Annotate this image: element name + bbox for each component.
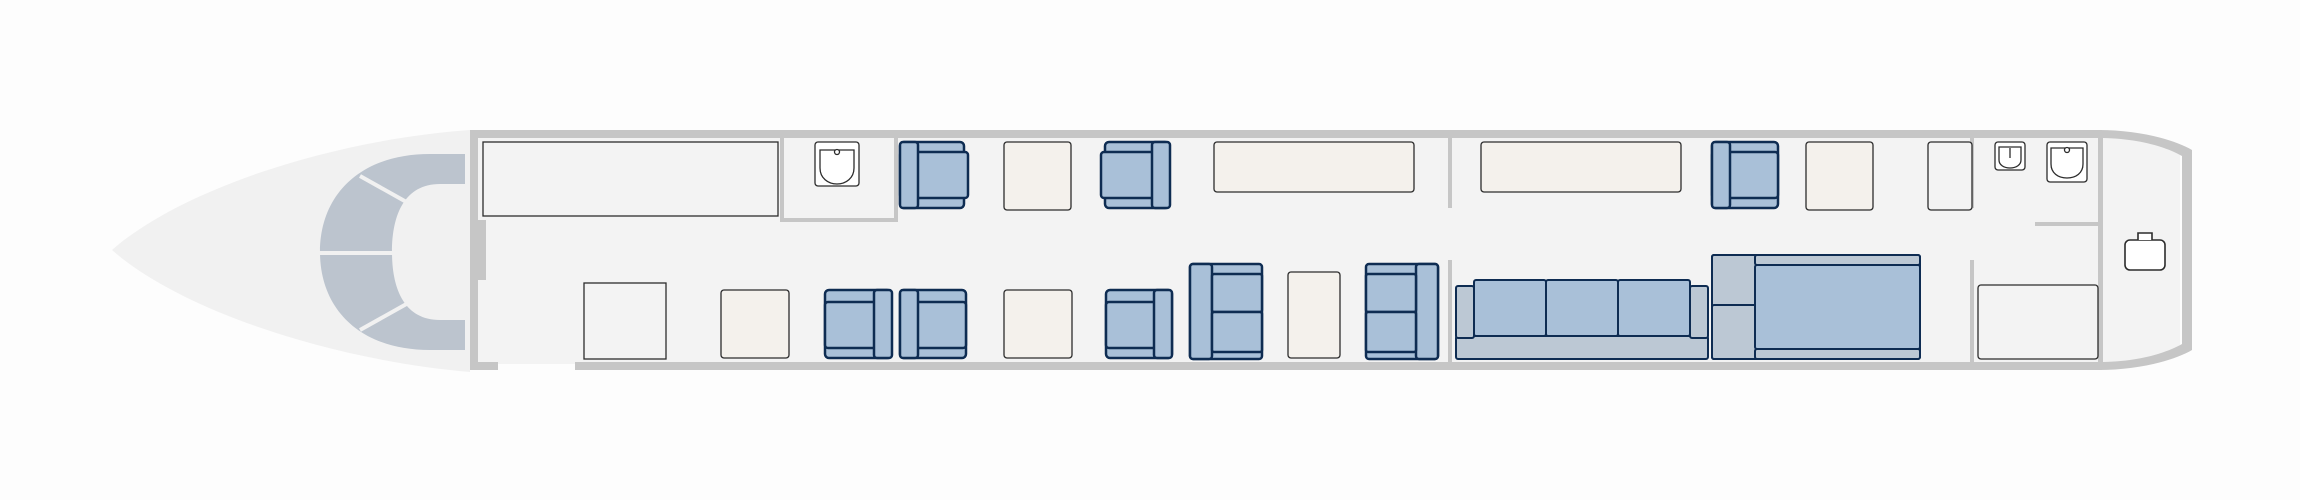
seat-double-mid-b[interactable] (1364, 262, 1440, 361)
cockpit-seat-ring (320, 154, 465, 350)
divan-mid[interactable] (1455, 279, 1709, 360)
cabin-top-wall (470, 130, 2102, 138)
galley-partition (780, 218, 898, 222)
sink-icon (2046, 141, 2088, 183)
sink-icon (1994, 141, 2026, 171)
seat-double-mid-a[interactable] (1188, 262, 1264, 361)
cockpit-seating (318, 154, 465, 350)
galley-partition (780, 138, 784, 222)
table (1480, 141, 1682, 193)
midcabin-partition (1448, 138, 1452, 208)
table (1213, 141, 1415, 193)
credenza (1927, 141, 1973, 211)
seat-club-aft[interactable] (1710, 140, 1780, 210)
lav-cabinet (1977, 284, 2099, 360)
cockpit-divider (359, 300, 411, 332)
lav-partition (2035, 222, 2100, 226)
sink-icon (814, 141, 860, 187)
cockpit-divider (359, 174, 411, 206)
cabin-bottom-wall (575, 362, 2102, 370)
table (1805, 141, 1874, 211)
seat-club-fwd-right[interactable] (1099, 140, 1172, 210)
aft-bulkhead (2098, 138, 2103, 362)
galley-partition (894, 138, 898, 222)
table (1287, 271, 1341, 359)
divan-aft-bed[interactable] (1711, 254, 1921, 360)
seat-club-lower-c[interactable] (1104, 288, 1174, 360)
table (1003, 289, 1073, 359)
suitcase-icon (2124, 232, 2166, 271)
seat-club-lower-a[interactable] (823, 288, 894, 360)
galley-counter (583, 282, 667, 360)
midcabin-partition (1448, 260, 1452, 362)
aft-partition (1970, 260, 1974, 362)
entry-step (470, 362, 498, 370)
table (1003, 141, 1072, 211)
table (720, 289, 790, 359)
seat-club-fwd-left[interactable] (898, 140, 970, 210)
seat-club-lower-b[interactable] (898, 288, 968, 360)
tail-wall (2098, 130, 2192, 370)
door-frame (476, 220, 486, 280)
galley-cabinet (482, 141, 779, 217)
cockpit-bulkhead (470, 130, 478, 370)
